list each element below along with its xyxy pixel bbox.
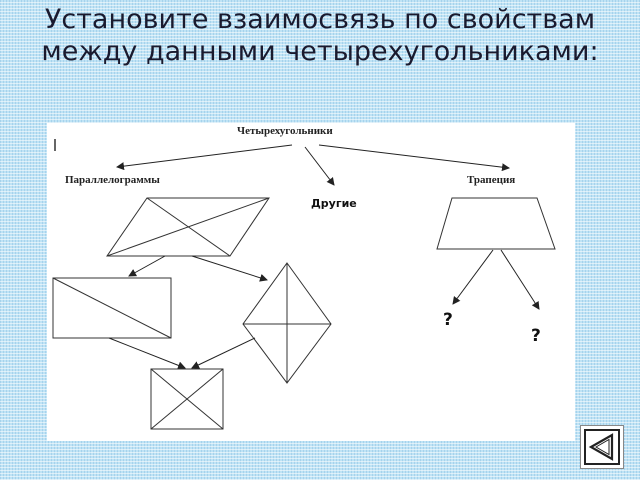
arrow-to-parallelograms [116, 144, 293, 171]
arrow-rectangle-to-square [108, 337, 186, 370]
trapezoid-shape [436, 197, 556, 250]
arrow-trapezoid-left [452, 249, 494, 305]
trapezoid-label: Трапеция [467, 174, 515, 186]
diagram-panel: Четырехугольники Параллелограммы Другие … [47, 123, 575, 441]
arrow-rhombus-to-square [191, 337, 256, 369]
arrow-trapezoid-right [500, 249, 540, 310]
back-button[interactable] [580, 425, 624, 469]
square-shape [150, 368, 224, 430]
back-triangle-icon [584, 429, 620, 465]
arrow-to-rhombus [191, 255, 268, 282]
arrow-to-trapezoid [318, 144, 510, 172]
quadrilateral-hierarchy-diagram: Четырехугольники Параллелограммы Другие … [52, 125, 556, 430]
arrow-to-rectangle [128, 255, 166, 277]
unknown-right-label: ? [531, 326, 541, 346]
unknown-left-label: ? [443, 310, 453, 330]
rhombus-shape [242, 262, 332, 384]
parallelogram-shape [106, 197, 270, 257]
root-label: Четырехугольники [237, 125, 333, 137]
slide-title: Установите взаимосвязь по свойствам межд… [41, 4, 599, 67]
parallelograms-label: Параллелограммы [65, 174, 160, 186]
arrow-to-other [304, 146, 335, 186]
rectangle-shape [52, 277, 172, 339]
other-label: Другие [311, 197, 357, 210]
